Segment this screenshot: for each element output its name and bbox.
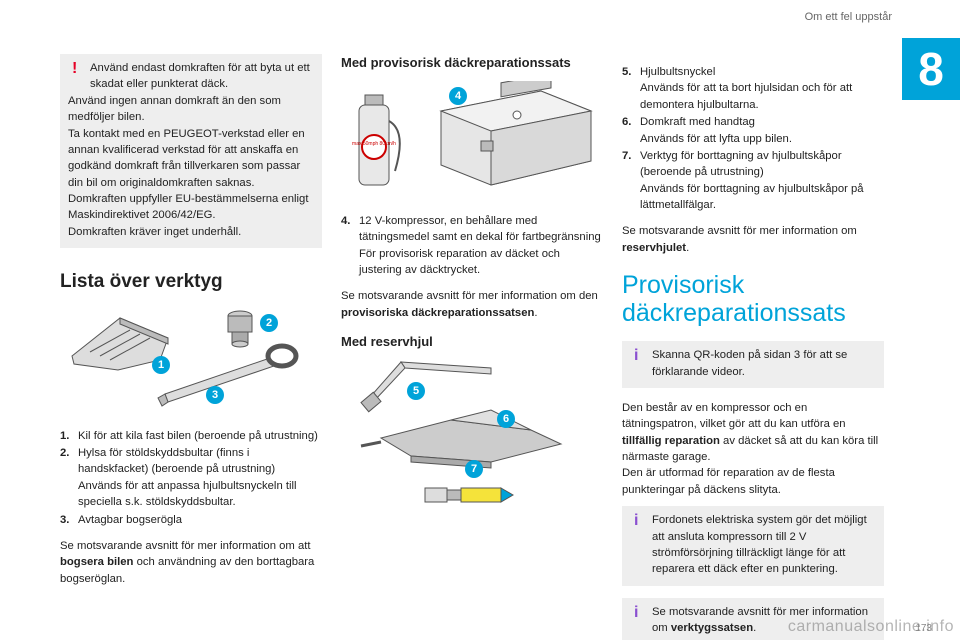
repair-kit-drawing: max 50mph 80km/h bbox=[352, 73, 593, 186]
column-middle: Med provisorisk däckreparationssats max … bbox=[341, 54, 603, 530]
towing-link-text: bogsera bilen bbox=[60, 556, 134, 569]
repair-kit-illustration: max 50mph 80km/h 4 bbox=[341, 73, 603, 199]
list-item: 6. Domkraft med handtag Används för att … bbox=[622, 116, 792, 145]
callout-badge-6: 6 bbox=[497, 409, 515, 428]
kit-description: Den består av en kompressor och en tätni… bbox=[622, 401, 879, 463]
info-icon: i bbox=[634, 512, 639, 530]
warning-line: Använd ingen annan domkraft än den som m… bbox=[68, 94, 281, 124]
toolkit-link-text: verktygssatsen bbox=[670, 622, 754, 634]
section-title-temporary-repair-kit: Provisorisk däckreparationssats bbox=[622, 271, 846, 327]
warning-line: Domkraften kräver inget underhåll. bbox=[68, 225, 242, 238]
tools-drawing bbox=[71, 310, 299, 407]
info-box-electrical: i Fordonets elektriska system gör det mö… bbox=[622, 506, 884, 586]
chapter-title: Om ett fel uppstår bbox=[804, 11, 892, 23]
spare-wheel-tools-illustration: 5 6 7 bbox=[341, 359, 603, 530]
section-heading-tools: Lista över verktyg bbox=[60, 271, 223, 293]
spare-wheel-list: 5. Hjulbultsnyckel Används för att ta bo… bbox=[622, 64, 884, 213]
list-item: 4. 12 V-kompressor, en behållare med tät… bbox=[341, 214, 601, 276]
speed-limit-label: max 50mph 80km/h bbox=[352, 141, 396, 147]
spare-wheel-link-text: reservhjulet bbox=[622, 241, 687, 254]
warning-line: Domkraften uppfyller EU-bestämmelserna e… bbox=[68, 193, 309, 222]
list-item: 7. Verktyg för borttagning av hjulbultsk… bbox=[622, 149, 864, 211]
repair-kit-note: Se motsvarande avsnitt för mer informati… bbox=[341, 290, 598, 319]
warning-line: Använd endast domkraften för att byta ut… bbox=[90, 62, 310, 91]
spare-wheel-note: Se motsvarande avsnitt för mer informati… bbox=[622, 225, 857, 254]
list-item: 1. Kil för att kila fast bilen (beroende… bbox=[60, 429, 318, 442]
info-icon: i bbox=[634, 347, 639, 365]
callout-badge-1: 1 bbox=[152, 355, 170, 374]
list-item: 2. Hylsa för stöldskyddsbultar (finns i … bbox=[60, 447, 297, 509]
speed-limit-sticker bbox=[361, 133, 387, 160]
repair-kit-list: 4. 12 V-kompressor, en behållare med tät… bbox=[341, 213, 603, 279]
warning-box: ! Använd endast domkraften för att byta … bbox=[60, 54, 322, 249]
tools-illustration: 1 2 3 bbox=[60, 307, 322, 418]
kit-usage: Den är utformad för reparation av de fle… bbox=[622, 467, 835, 496]
section-heading-repair-kit: Med provisorisk däckreparationssats bbox=[341, 55, 571, 70]
column-right: 5. Hjulbultsnyckel Används för att ta bo… bbox=[622, 54, 884, 640]
list-item: 5. Hjulbultsnyckel Används för att ta bo… bbox=[622, 66, 853, 111]
info-box-qr: i Skanna QR-koden på sidan 3 för att se … bbox=[622, 341, 884, 388]
tools-list: 1. Kil för att kila fast bilen (beroende… bbox=[60, 428, 322, 528]
info-icon: i bbox=[634, 603, 639, 621]
callout-badge-3: 3 bbox=[206, 385, 224, 404]
chapter-number-tab: 8 bbox=[902, 38, 960, 100]
warning-line: Ta kontakt med en PEUGEOT-verkstad eller… bbox=[68, 127, 305, 189]
repair-kit-link-text: provisoriska däckreparationssatsen bbox=[341, 306, 535, 319]
callout-badge-2: 2 bbox=[260, 313, 278, 332]
column-left: ! Använd endast domkraften för att byta … bbox=[60, 54, 322, 595]
callout-badge-4: 4 bbox=[449, 86, 467, 105]
list-item: 3. Avtagbar bogserögla bbox=[60, 513, 183, 526]
exclamation-icon: ! bbox=[72, 60, 78, 77]
page-number: 173 bbox=[915, 622, 932, 634]
section-heading-spare-wheel: Med reservhjul bbox=[341, 334, 433, 350]
info-box-toolkit: i Se motsvarande avsnitt för mer informa… bbox=[622, 597, 884, 640]
watermark: carmanualsonline.info bbox=[787, 617, 954, 635]
callout-badge-5: 5 bbox=[407, 381, 425, 400]
spare-wheel-tools-drawing bbox=[360, 361, 563, 503]
towing-note: Se motsvarande avsnitt för mer informati… bbox=[60, 539, 315, 585]
callout-badge-7: 7 bbox=[465, 459, 483, 478]
